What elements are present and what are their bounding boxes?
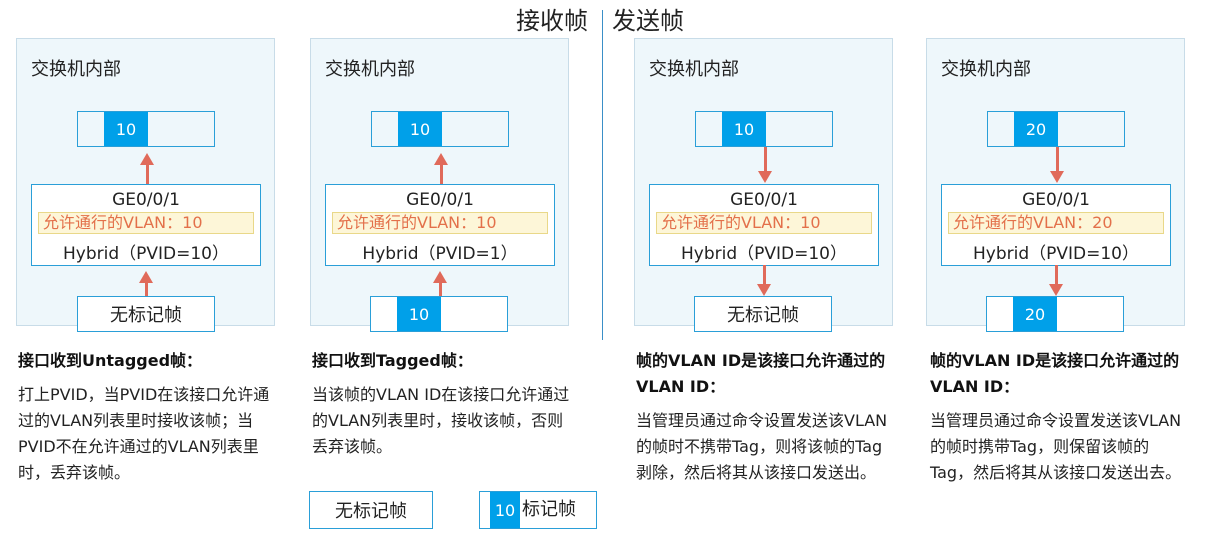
tagged-frame: 10	[370, 296, 508, 332]
legend-label: 标记帧	[522, 499, 576, 520]
panel-title: 交换机内部	[31, 59, 121, 80]
vlan-tag: 20	[1013, 297, 1057, 331]
arrow-up-icon	[139, 271, 153, 283]
case-desc-2: 当该帧的VLAN ID在该接口允许通过的VLAN列表里时，接收该帧，否则丢弃该帧…	[312, 385, 570, 456]
port-name: GE0/0/1	[112, 190, 180, 210]
port-mode: Hybrid（PVID=1）	[362, 244, 518, 264]
inner-tagged-frame: 10	[77, 111, 215, 147]
port-name: GE0/0/1	[406, 190, 474, 210]
frame-label: 无标记帧	[727, 305, 799, 326]
legend-vlan-tag: 10	[490, 492, 520, 528]
vlan-tag: 20	[1014, 112, 1058, 146]
panel-title: 交换机内部	[325, 59, 415, 80]
arrow-down-icon	[1049, 284, 1063, 296]
frame-label: 无标记帧	[110, 305, 182, 326]
panel-title: 交换机内部	[941, 59, 1031, 80]
arrow-down-icon	[758, 171, 772, 183]
port-name: GE0/0/1	[730, 190, 798, 210]
port-box: GE0/0/1 允许通行的VLAN：10 Hybrid（PVID=10）	[31, 184, 261, 266]
arrow-shaft	[1055, 265, 1058, 285]
case-title-1: 接口收到Untagged帧：	[18, 351, 203, 370]
vlan-tag: 10	[398, 112, 442, 146]
arrow-shaft	[145, 282, 148, 298]
case-title-4: 帧的VLAN ID是该接口允许通过的VLAN ID：	[930, 351, 1180, 396]
vlan-tag: 10	[722, 112, 766, 146]
legend-label: 无标记帧	[335, 501, 407, 522]
receive-send-divider	[602, 10, 603, 340]
port-mode: Hybrid（PVID=10）	[973, 244, 1139, 264]
switch-panel-2: 交换机内部 10 GE0/0/1 允许通行的VLAN：10 Hybrid（PVI…	[310, 38, 569, 326]
port-mode: Hybrid（PVID=10）	[681, 244, 847, 264]
port-box: GE0/0/1 允许通行的VLAN：20 Hybrid（PVID=10）	[941, 184, 1171, 266]
case-desc-4: 当管理员通过命令设置发送该VLAN的帧时携带Tag，则保留该帧的Tag，然后将其…	[930, 411, 1182, 482]
port-box: GE0/0/1 允许通行的VLAN：10 Hybrid（PVID=1）	[325, 184, 555, 266]
arrow-shaft	[439, 282, 442, 298]
arrow-shaft	[146, 164, 149, 184]
vlan-tag: 10	[104, 112, 148, 146]
arrow-up-icon	[434, 153, 448, 165]
inner-tagged-frame: 10	[695, 111, 833, 147]
inner-tagged-frame: 20	[987, 111, 1125, 147]
arrow-down-icon	[1050, 171, 1064, 183]
untagged-frame: 无标记帧	[694, 296, 832, 332]
receive-frame-heading: 接收帧	[516, 7, 588, 35]
allowed-vlan-label: 允许通行的VLAN：20	[948, 212, 1164, 234]
switch-panel-1: 交换机内部 10 GE0/0/1 允许通行的VLAN：10 Hybrid（PVI…	[16, 38, 275, 326]
port-name: GE0/0/1	[1022, 190, 1090, 210]
case-desc-3: 当管理员通过命令设置发送该VLAN的帧时不携带Tag，则将该帧的Tag剥除，然后…	[636, 411, 888, 482]
allowed-vlan-label: 允许通行的VLAN：10	[656, 212, 872, 234]
case-title-2: 接口收到Tagged帧：	[312, 351, 473, 370]
legend-tagged-frame: 10 标记帧	[479, 491, 597, 529]
legend-untagged-frame: 无标记帧	[309, 491, 433, 529]
case-title-3: 帧的VLAN ID是该接口允许通过的VLAN ID：	[636, 351, 886, 396]
allowed-vlan-label: 允许通行的VLAN：10	[38, 212, 254, 234]
arrow-down-icon	[757, 284, 771, 296]
allowed-vlan-label: 允许通行的VLAN：10	[332, 212, 548, 234]
arrow-up-icon	[140, 153, 154, 165]
send-frame-heading: 发送帧	[612, 7, 684, 35]
arrow-shaft	[440, 164, 443, 184]
arrow-up-icon	[433, 271, 447, 283]
arrow-shaft	[1056, 147, 1059, 171]
inner-tagged-frame: 10	[371, 111, 509, 147]
vlan-tag: 10	[397, 297, 441, 331]
arrow-shaft	[764, 147, 767, 171]
arrow-shaft	[763, 265, 766, 285]
port-box: GE0/0/1 允许通行的VLAN：10 Hybrid（PVID=10）	[649, 184, 879, 266]
panel-title: 交换机内部	[649, 59, 739, 80]
untagged-frame: 无标记帧	[77, 296, 215, 332]
case-desc-1: 打上PVID，当PVID在该接口允许通过的VLAN列表里时接收该帧；当PVID不…	[18, 385, 270, 482]
tagged-frame: 20	[986, 296, 1124, 332]
port-mode: Hybrid（PVID=10）	[63, 244, 229, 264]
